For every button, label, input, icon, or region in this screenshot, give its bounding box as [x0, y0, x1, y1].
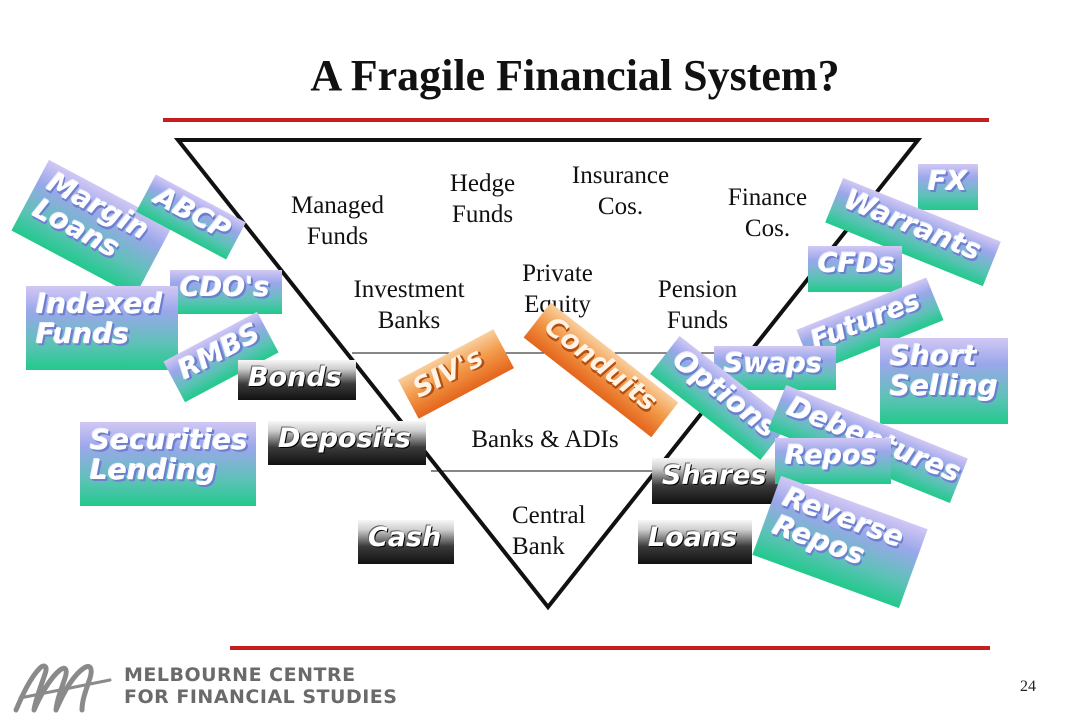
label-pension-funds: Pension Funds — [657, 276, 738, 334]
tag-fx: FX — [918, 164, 978, 210]
label-central-bank: Central Bank — [512, 502, 586, 560]
label-finance-cos: Finance Cos. — [727, 184, 808, 242]
tag-cash: Cash — [358, 520, 454, 564]
tag-loans: Loans — [638, 520, 752, 564]
tag-securities-lending: Securities Lending — [80, 422, 256, 506]
mcfs-logo-mark — [13, 663, 112, 713]
slide-title: A Fragile Financial System? — [310, 51, 840, 100]
tag-indexed-funds: Indexed Funds — [26, 286, 178, 370]
page-number: 24 — [1020, 678, 1036, 695]
tag-repos: Repos — [775, 438, 891, 484]
tag-cfds: CFDs — [808, 246, 902, 292]
label-managed-funds: Managed Funds — [290, 192, 385, 250]
label-banks-adis: Banks & ADIs — [471, 426, 619, 453]
tag-bonds: Bonds — [238, 360, 356, 400]
tag-deposits: Deposits — [268, 421, 426, 465]
logo-line1: MELBOURNE CENTRE — [124, 664, 356, 686]
label-insurance-cos: Insurance Cos. — [571, 162, 670, 220]
tag-cdos: CDO's — [170, 270, 282, 314]
label-investment-banks: Investment Banks — [353, 276, 465, 334]
tag-short-selling: Short Selling — [880, 338, 1008, 424]
logo-line2: FOR FINANCIAL STUDIES — [124, 686, 398, 708]
label-hedge-funds: Hedge Funds — [449, 170, 516, 228]
title-underline — [163, 118, 989, 122]
footer-rule — [230, 646, 990, 650]
tag-shares: Shares — [652, 458, 782, 504]
